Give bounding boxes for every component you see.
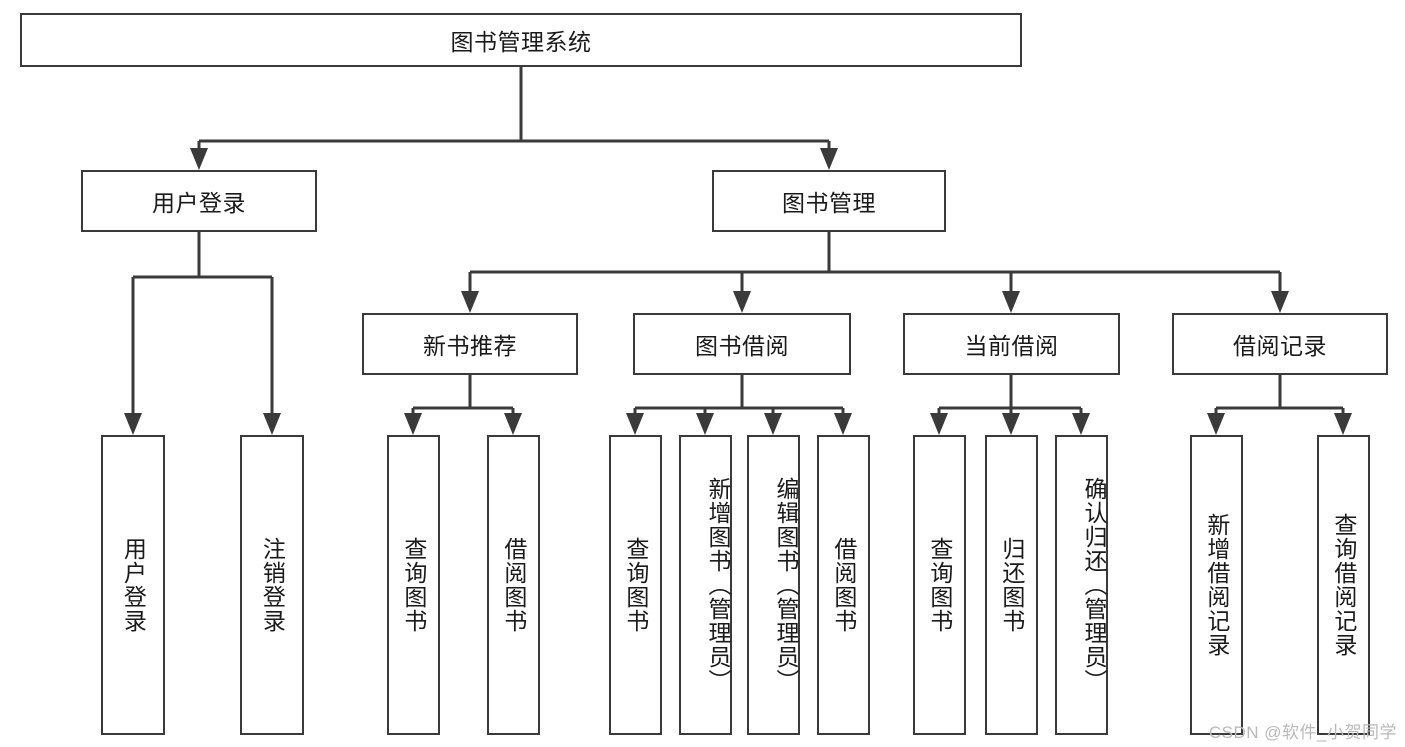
arrow-head (1207, 413, 1225, 435)
arrow-head (1072, 413, 1090, 435)
node-label: 用户登录 (120, 537, 147, 633)
node-leaf-12[interactable]: 查询借阅记录 (1317, 435, 1370, 735)
node-level3-3[interactable]: 借阅记录 (1172, 313, 1388, 375)
node-label: 借阅图书 (830, 537, 857, 633)
node-leaf-7[interactable]: 借阅图书 (817, 435, 870, 735)
node-level3-0[interactable]: 新书推荐 (362, 313, 578, 375)
node-leaf-8[interactable]: 查询图书 (913, 435, 966, 735)
node-label: 新增图书（管理员） (705, 477, 731, 693)
node-label: 查询图书 (622, 537, 649, 633)
node-label: 新书推荐 (423, 333, 517, 359)
arrow-head (461, 291, 479, 313)
node-label: 图书借阅 (695, 333, 789, 359)
node-label: 确认归还（管理员） (1081, 477, 1107, 693)
node-label: 当前借阅 (964, 333, 1059, 359)
arrow-head (1002, 413, 1020, 435)
node-leaf-5[interactable]: 新增图书（管理员） (679, 435, 732, 735)
arrow-head (504, 413, 522, 435)
node-leaf-3[interactable]: 借阅图书 (487, 435, 540, 735)
arrow-head (930, 413, 948, 435)
node-level2-0[interactable]: 用户登录 (81, 170, 317, 232)
node-leaf-9[interactable]: 归还图书 (985, 435, 1038, 735)
arrow-head (1002, 291, 1020, 313)
node-label: 编辑图书（管理员） (773, 477, 799, 693)
node-label: 查询图书 (926, 537, 953, 633)
arrow-head (263, 413, 281, 435)
arrow-head (404, 413, 422, 435)
arrow-head (834, 413, 852, 435)
arrow-head (696, 413, 714, 435)
node-leaf-1[interactable]: 注销登录 (240, 435, 304, 735)
node-leaf-11[interactable]: 新增借阅记录 (1190, 435, 1243, 735)
node-label: 用户登录 (152, 190, 246, 216)
arrow-head (1271, 291, 1289, 313)
node-label: 图书管理 (782, 190, 876, 216)
arrow-head (1334, 413, 1352, 435)
node-label: 新增借阅记录 (1203, 513, 1230, 657)
node-label: 借阅图书 (500, 537, 527, 633)
node-leaf-2[interactable]: 查询图书 (387, 435, 440, 735)
node-label: 注销登录 (259, 537, 286, 633)
node-label: 借阅记录 (1233, 333, 1327, 359)
node-leaf-0[interactable]: 用户登录 (101, 435, 165, 735)
arrow-head (764, 413, 782, 435)
arrow-head (626, 413, 644, 435)
node-label: 查询图书 (400, 537, 427, 633)
node-root-system[interactable]: 图书管理系统 (20, 13, 1022, 67)
node-level3-2[interactable]: 当前借阅 (903, 313, 1120, 375)
node-label: 查询借阅记录 (1330, 513, 1357, 657)
node-leaf-10[interactable]: 确认归还（管理员） (1055, 435, 1108, 735)
arrow-head (820, 148, 838, 170)
node-leaf-4[interactable]: 查询图书 (609, 435, 662, 735)
node-label: 归还图书 (998, 537, 1025, 633)
node-leaf-6[interactable]: 编辑图书（管理员） (747, 435, 800, 735)
node-level3-1[interactable]: 图书借阅 (633, 313, 851, 375)
arrow-head (190, 148, 208, 170)
node-level2-1[interactable]: 图书管理 (712, 170, 946, 232)
arrow-head (733, 291, 751, 313)
arrow-head (124, 413, 142, 435)
node-label: 图书管理系统 (450, 29, 592, 55)
